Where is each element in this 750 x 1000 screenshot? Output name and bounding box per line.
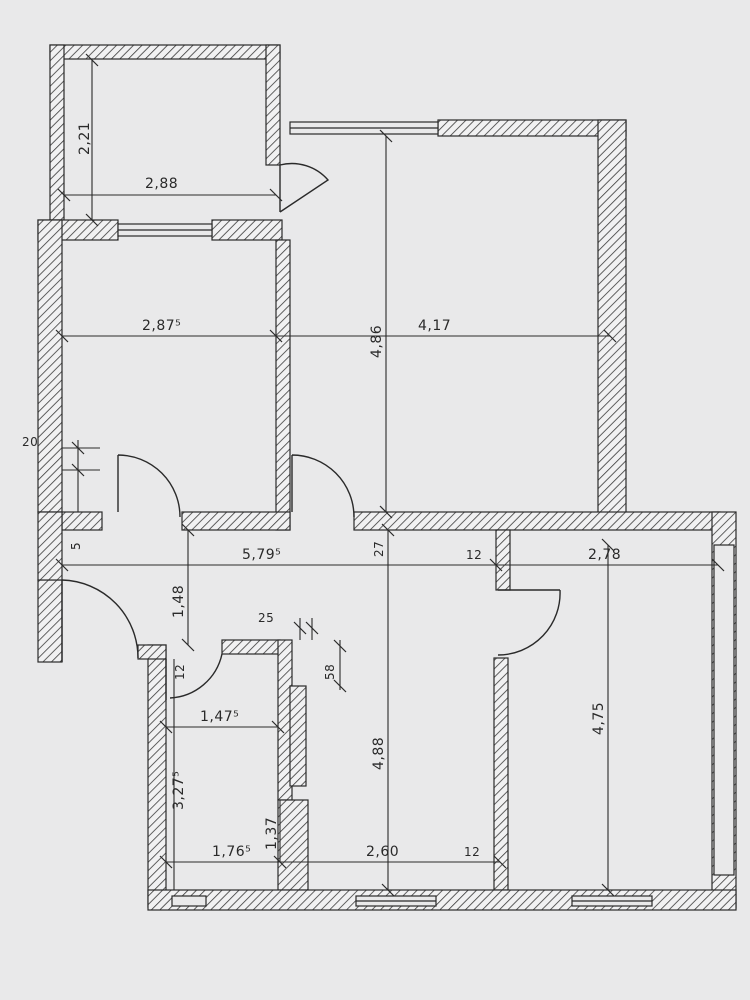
dim-bath-height: 3,27⁵: [171, 771, 187, 810]
wall-outer-left-lower: [37, 579, 63, 663]
wall-storage-left: [49, 44, 65, 221]
wall-storage-right-upper: [265, 44, 281, 166]
wall-corridor-top-b: [353, 511, 721, 531]
dim-corridor-height: 1,48: [171, 585, 187, 618]
dim-kitchen-width: 2,60: [366, 844, 399, 860]
wall-partition-vertical: [275, 239, 291, 531]
dim-big-room-width: 4,17: [418, 318, 451, 334]
dim-storage-width: 2,88: [145, 176, 178, 192]
dim-bath-bottom-width: 1,76⁵: [212, 844, 251, 860]
wall-row-right: [211, 219, 283, 241]
wall-storage-top: [49, 44, 281, 60]
door-storage: [279, 162, 330, 213]
dimension-lines: [62, 60, 718, 890]
dimension-labels: 2,21 2,88 2,87⁵ 4,86 4,17 20 5 5,79⁵ 1,4…: [22, 122, 621, 860]
wall-kitchen-right: [493, 657, 509, 891]
wall-bath-partition-lower: [277, 799, 309, 891]
door-bath: [165, 653, 223, 700]
window-right-wing: [713, 544, 735, 876]
dim-wall-left-a: 20: [22, 435, 38, 449]
wall-bigroom-right: [597, 119, 627, 519]
wall-outer-left: [37, 219, 63, 513]
dim-wall-12-left: 12: [173, 664, 187, 680]
wall-niche: [289, 685, 307, 787]
dim-wall-25: 25: [258, 611, 274, 625]
dimension-ticks: [55, 53, 725, 897]
dim-storage-height: 2,21: [77, 122, 93, 155]
door-big-room: [291, 454, 355, 518]
dim-wall-12-bottom: 12: [464, 845, 480, 859]
windows: [117, 121, 735, 907]
wall-left-pillar: [61, 511, 103, 531]
door-right-room: [497, 589, 561, 656]
door-entrance: [61, 579, 139, 662]
dim-right-room-width: 2,78: [588, 547, 621, 563]
wall-bath-top-a: [137, 644, 167, 660]
dim-wall-left-b: 5: [69, 542, 83, 550]
dim-corridor-width: 5,79⁵: [242, 547, 281, 563]
dim-kitchen-height: 4,88: [371, 737, 387, 770]
wall-bath-top-b: [221, 639, 281, 655]
dim-right-room-height: 4,75: [591, 702, 607, 735]
wall-bath-left: [147, 644, 167, 908]
doors: [61, 162, 561, 700]
dim-wall-12-top: 12: [466, 548, 482, 562]
wall-corridor-top-a: [181, 511, 291, 531]
dim-big-room-height: 4,86: [369, 325, 385, 358]
door-room-left: [117, 454, 181, 518]
dim-closet-height: 1,37: [264, 817, 280, 850]
dim-room-left-width: 2,87⁵: [142, 318, 181, 334]
wall-right-wing-left: [495, 529, 511, 591]
window-bottom-bath: [171, 895, 207, 907]
dim-wall-27: 27: [372, 541, 386, 557]
dim-niche-58: 58: [323, 664, 337, 680]
wall-left-pillar-b: [37, 511, 63, 581]
dim-bath-width: 1,47⁵: [200, 709, 239, 725]
